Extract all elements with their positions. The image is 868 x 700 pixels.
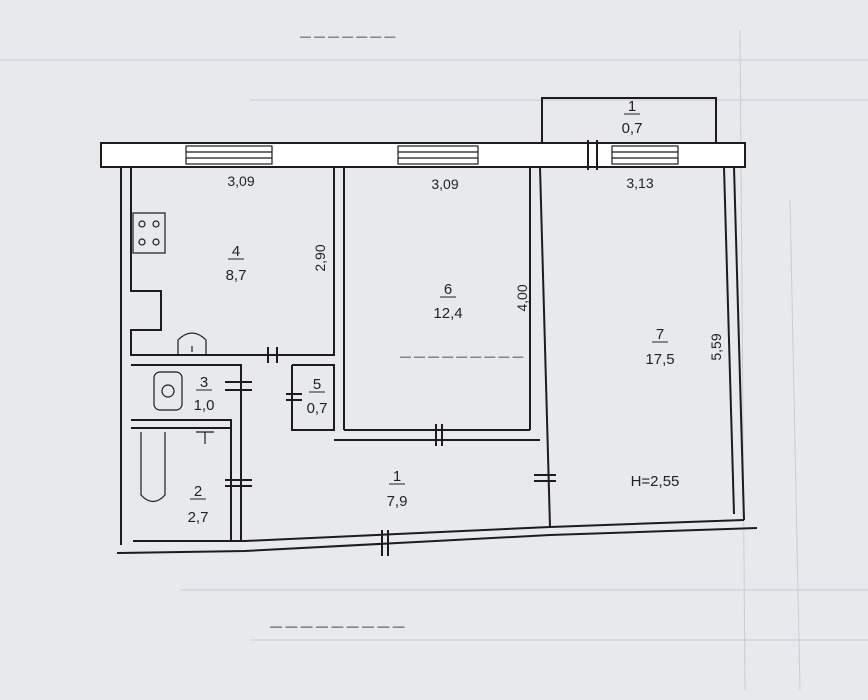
room6-number: 6 [444, 281, 452, 298]
room-6 [333, 166, 551, 528]
room7-area: 17,5 [645, 351, 674, 368]
toilet-number: 3 [200, 374, 208, 391]
outer-walls [116, 166, 758, 554]
room7-number: 7 [656, 326, 664, 343]
kitchen [130, 167, 345, 430]
bathtub-icon [140, 432, 166, 503]
dim-kitchen-width: 3,09 [227, 173, 254, 189]
closet-area: 0,7 [307, 400, 328, 417]
kitchen-number: 4 [232, 243, 240, 260]
svg-text:— — — — — — —: — — — — — — — [300, 31, 395, 43]
dim-room7-depth: 5,59 [708, 333, 724, 360]
balcony-area: 0,7 [622, 120, 643, 137]
room-labels: 1 0,7 4 8,7 6 12,4 7 17,5 3 1,0 5 0,7 2 … [188, 98, 680, 526]
stove-icon [132, 212, 166, 254]
ceiling-height: H=2,55 [631, 473, 680, 490]
sink-icon [177, 332, 207, 355]
dim-kitchen-depth: 2,90 [312, 244, 328, 271]
wet-rooms [131, 347, 389, 556]
background-text: — — — — — — — — — — — — — — — — — — — — … [270, 31, 523, 633]
dim-room6-depth: 4,00 [514, 284, 530, 311]
svg-text:— — — — — — — — —: — — — — — — — — — [400, 351, 523, 363]
dim-room6-width: 3,09 [431, 176, 458, 192]
toilet-icon [153, 371, 183, 411]
dim-room7-width: 3,13 [626, 175, 653, 191]
room6-area: 12,4 [433, 305, 462, 322]
toilet-area: 1,0 [194, 397, 215, 414]
top-wall [100, 140, 746, 170]
hall-number: 1 [393, 468, 401, 485]
kitchen-area: 8,7 [226, 267, 247, 284]
window-kitchen [185, 145, 273, 165]
bathroom-area: 2,7 [188, 509, 209, 526]
balcony [541, 97, 717, 144]
bathroom-number: 2 [194, 483, 202, 500]
window-room6 [397, 145, 479, 165]
balcony-number: 1 [628, 98, 636, 115]
form-lines [0, 29, 868, 691]
room-7 [534, 474, 556, 482]
closet-number: 5 [313, 376, 321, 393]
hall-area: 7,9 [387, 493, 408, 510]
svg-text:— — — — — — — — —: — — — — — — — — — [270, 619, 405, 633]
window-room7 [611, 145, 679, 165]
dimension-labels: 3,09 3,09 3,13 2,90 4,00 5,59 [227, 173, 724, 361]
